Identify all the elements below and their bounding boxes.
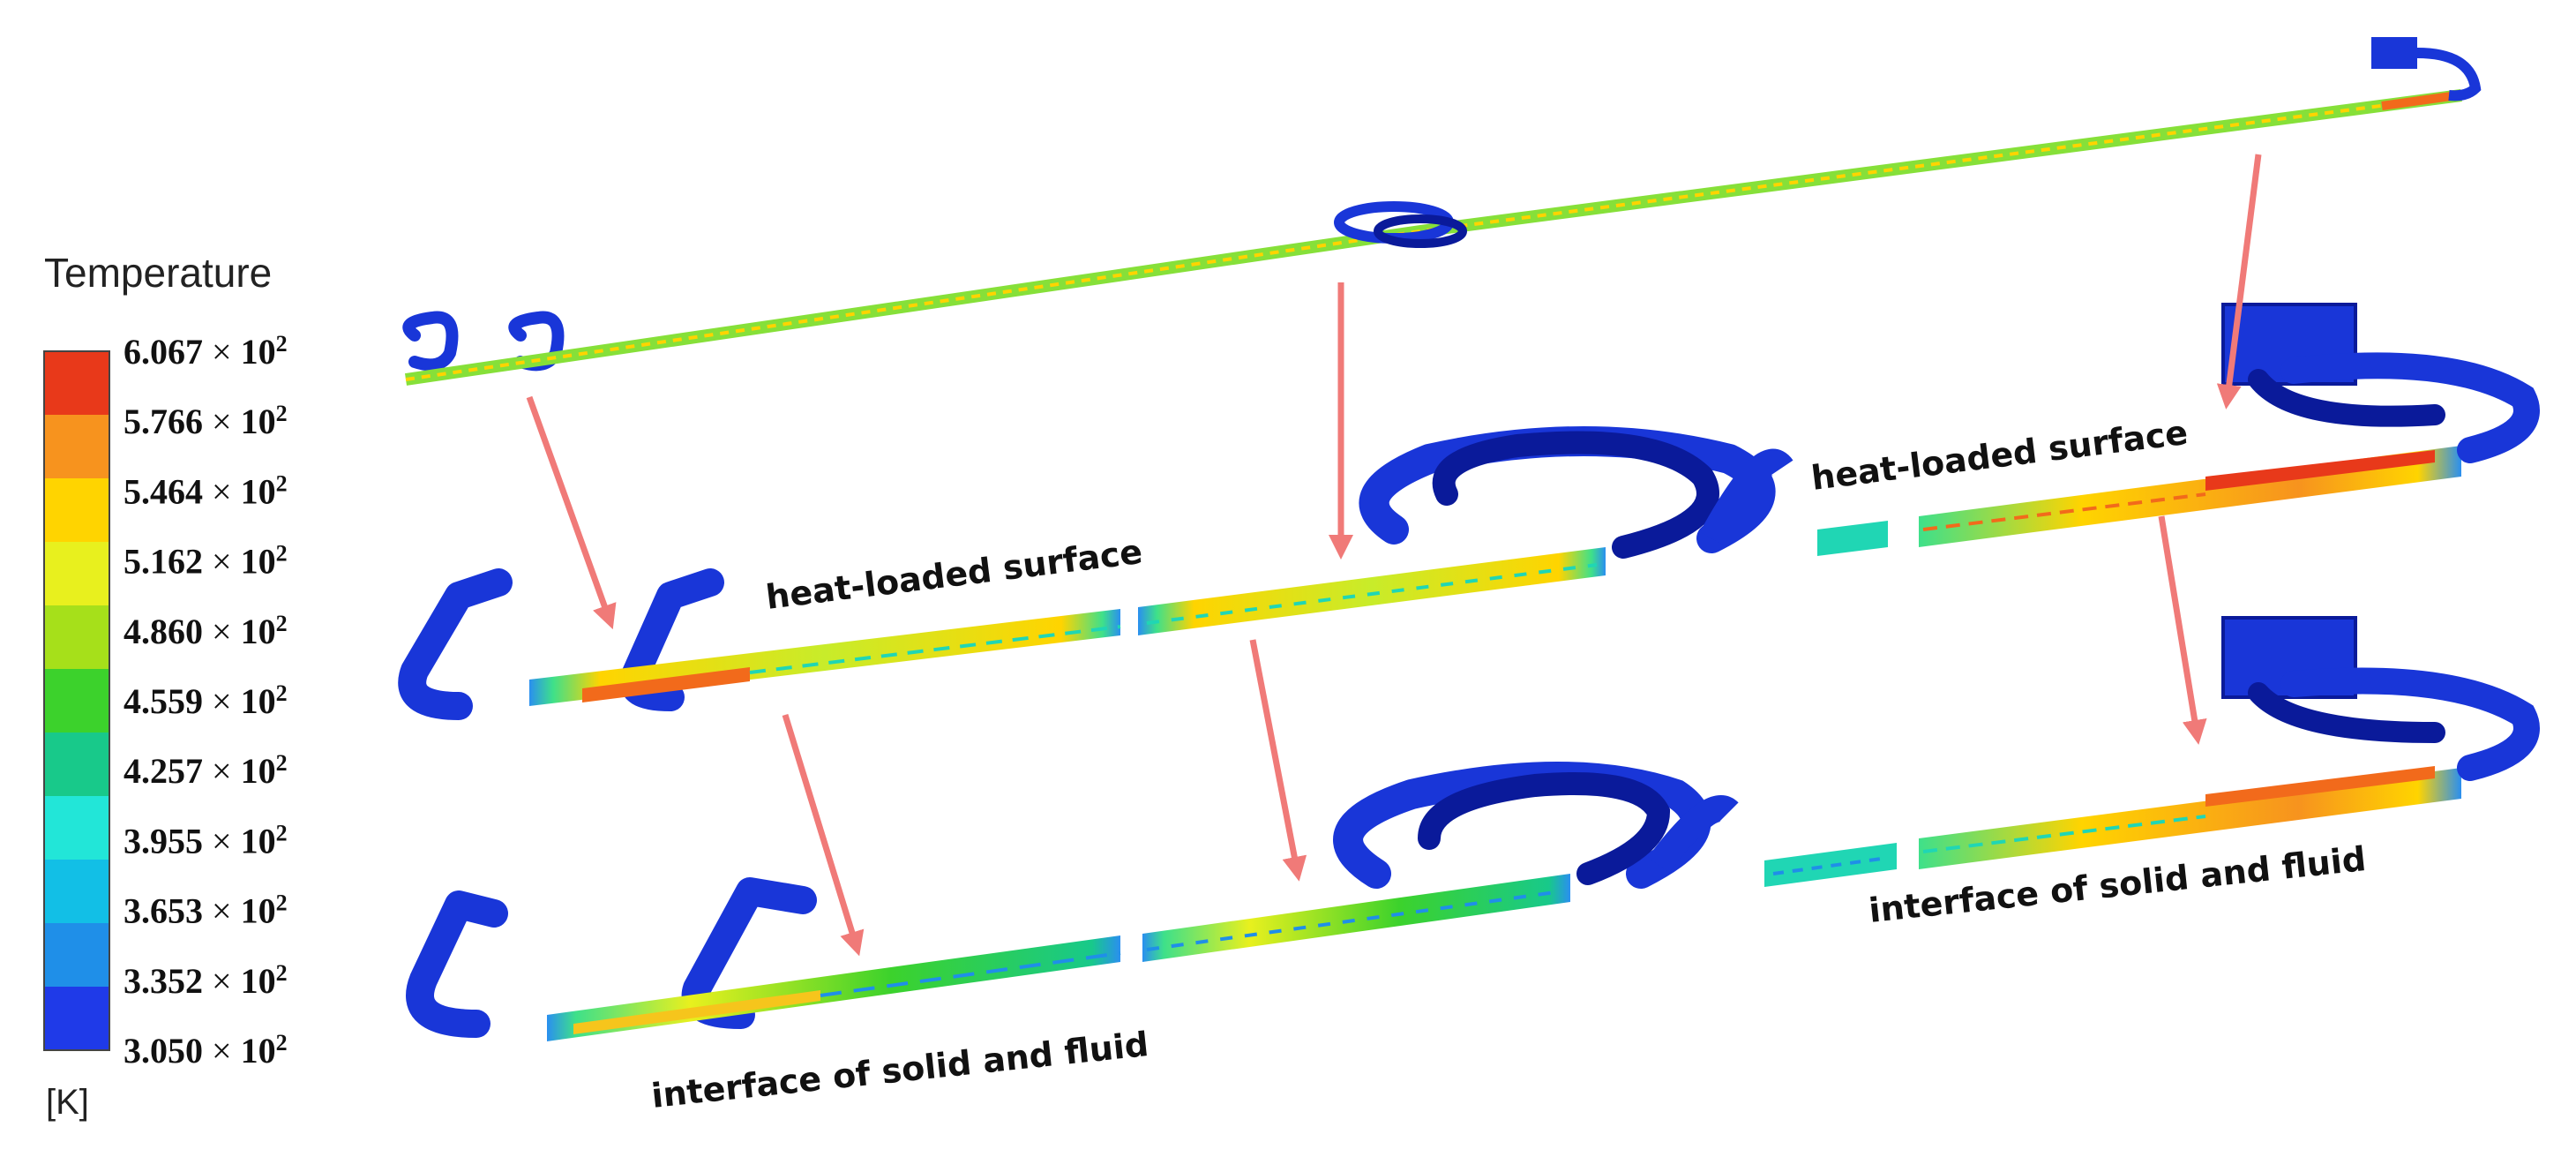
heat-loaded-view: heat-loaded surface heat-loaded surface bbox=[398, 303, 2540, 720]
bot-right-hotspot bbox=[2205, 766, 2435, 807]
legend-color-band bbox=[44, 923, 109, 988]
full-model-view bbox=[402, 37, 2482, 386]
legend-color-band bbox=[44, 987, 109, 1051]
legend-color-band bbox=[44, 605, 109, 670]
mid-right-hotspot bbox=[2205, 450, 2435, 491]
legend-tick-label: 5.464 × 102 bbox=[124, 470, 288, 511]
arrow-mid-to-bot-left bbox=[782, 713, 865, 957]
top-manifold bbox=[2371, 37, 2417, 69]
top-manifold-pipe bbox=[2416, 48, 2482, 101]
legend-tick-label: 4.860 × 102 bbox=[124, 611, 288, 651]
legend-color-band bbox=[44, 669, 109, 733]
legend-color-band bbox=[44, 733, 109, 797]
mid-loop-inner bbox=[1432, 431, 1719, 559]
legend-color-band bbox=[44, 860, 109, 924]
bot-right-fins bbox=[1922, 815, 2206, 853]
left-inlet-hook-1 bbox=[402, 311, 459, 372]
mid-manifold-pipe bbox=[2280, 352, 2540, 463]
temperature-legend: Temperature 6.067 × 102 5.766 × 102 5.464 … bbox=[43, 250, 288, 1122]
legend-color-band bbox=[44, 351, 109, 416]
arrow-top-to-mid-right bbox=[2216, 154, 2262, 409]
mid-left-fins bbox=[749, 625, 1121, 674]
bot-manifold-pipe bbox=[2280, 667, 2540, 781]
legend-tick-label: 4.559 × 102 bbox=[124, 680, 288, 721]
legend-frame bbox=[43, 350, 110, 1051]
legend-tick-label: 6.067 × 102 bbox=[124, 331, 288, 372]
bot-loop-inner bbox=[1418, 772, 1671, 885]
legend-tick-label: 4.257 × 102 bbox=[124, 750, 288, 791]
mid-left-hotspot bbox=[582, 667, 750, 702]
legend-color-band bbox=[44, 542, 109, 606]
mid-right-fins bbox=[1922, 492, 2206, 531]
legend-color-band bbox=[44, 478, 109, 543]
bot-left-fins bbox=[820, 951, 1121, 997]
mid-inlet-pipe-1 bbox=[398, 568, 513, 720]
legend-tick-label: 5.766 × 102 bbox=[124, 401, 288, 441]
label-interface-left: interface of solid and fluid bbox=[649, 1025, 1150, 1116]
bot-loop-link bbox=[1648, 795, 1739, 874]
bot-right-strip-start bbox=[1764, 843, 1897, 887]
bot-center-fins bbox=[1146, 890, 1562, 951]
label-heat-loaded-right: heat-loaded surface bbox=[1809, 413, 2190, 498]
arrow-top-to-mid-left bbox=[526, 395, 617, 630]
legend-colorbar bbox=[43, 350, 110, 1051]
projection-arrows bbox=[526, 154, 2262, 957]
mid-loop-b bbox=[1374, 214, 1467, 248]
legend-ticks: 6.067 × 102 5.766 × 102 5.464 × 102 5.162 ×… bbox=[124, 331, 288, 1071]
legend-tick-label: 3.050 × 102 bbox=[124, 1030, 288, 1071]
bot-inlet-pipe-1 bbox=[406, 890, 508, 1038]
legend-color-band bbox=[44, 415, 109, 479]
mid-center-strip bbox=[1138, 547, 1606, 635]
legend-tick-label: 3.653 × 102 bbox=[124, 890, 288, 931]
thin-strip-pattern bbox=[405, 94, 2462, 381]
bot-left-warm bbox=[573, 990, 820, 1034]
mid-manifold-pipe-2 bbox=[2248, 369, 2445, 427]
legend-unit: [K] bbox=[46, 1083, 89, 1122]
legend-tick-label: 3.352 × 102 bbox=[124, 960, 288, 1001]
mid-center-fins bbox=[1146, 563, 1598, 625]
legend-tick-label: 3.955 × 102 bbox=[124, 820, 288, 860]
arrow-mid-to-bot-center bbox=[1249, 639, 1307, 882]
bot-center-strip bbox=[1142, 874, 1570, 962]
mid-right-strip-start bbox=[1817, 521, 1888, 556]
label-heat-loaded-left: heat-loaded surface bbox=[764, 532, 1145, 617]
bot-right-strip bbox=[1919, 768, 2461, 869]
legend-title: Temperature bbox=[44, 250, 272, 296]
legend-color-band bbox=[44, 796, 109, 860]
interface-view: interface of solid and fluid interface o… bbox=[406, 616, 2540, 1116]
arrow-mid-to-bot-right bbox=[2158, 515, 2207, 745]
mid-loop-link bbox=[1699, 448, 1793, 545]
legend-tick-label: 5.162 × 102 bbox=[124, 541, 288, 582]
bot-manifold-pipe-2 bbox=[2248, 682, 2445, 743]
